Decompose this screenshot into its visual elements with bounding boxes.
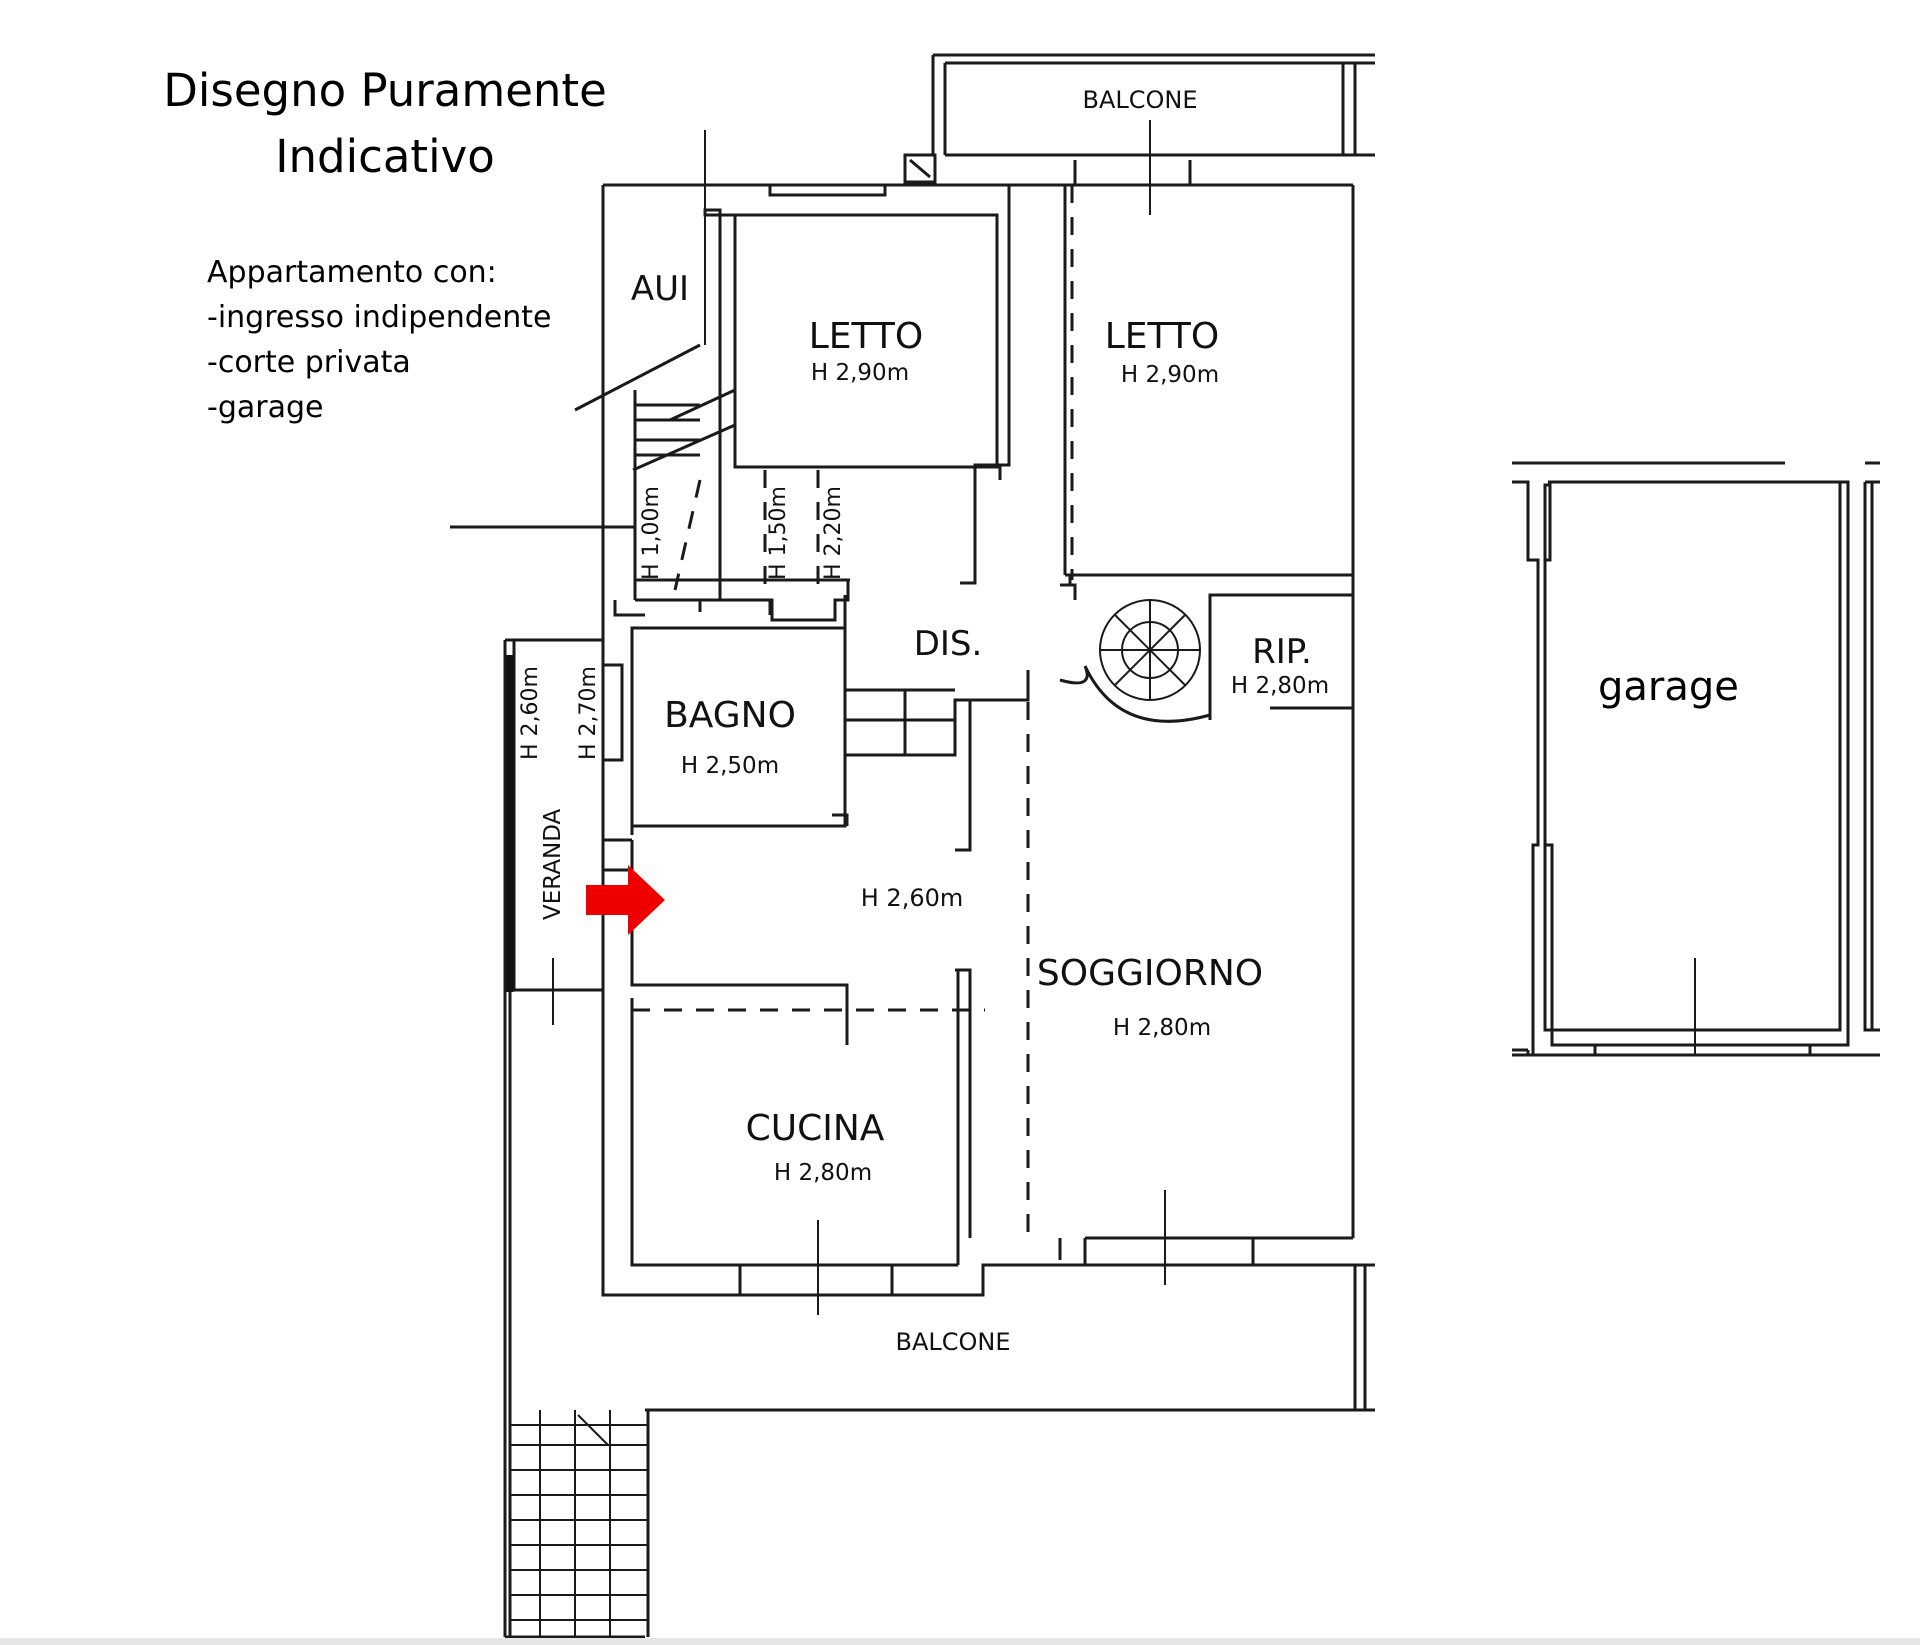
stair-height-2: H 1,50m bbox=[766, 486, 791, 580]
balcone-top-label: BALCONE bbox=[1082, 86, 1197, 114]
feature-item-corte: -corte privata bbox=[207, 345, 411, 380]
letto-1-label: LETTO bbox=[809, 316, 924, 357]
letto-1-height: H 2,90m bbox=[811, 360, 909, 386]
ingresso-height: H 2,60m bbox=[861, 884, 964, 912]
garage-plan bbox=[1512, 461, 1880, 1057]
veranda-height-a: H 2,60m bbox=[518, 666, 543, 760]
bagno-height: H 2,50m bbox=[681, 753, 779, 779]
exterior-stairs bbox=[510, 1410, 648, 1637]
letto-2-label: LETTO bbox=[1105, 316, 1220, 357]
balcone-bottom-label: BALCONE bbox=[895, 1328, 1010, 1356]
entrance-arrow-icon bbox=[586, 865, 665, 935]
soggiorno-label: SOGGIORNO bbox=[1037, 953, 1263, 994]
plan-dashed-lines bbox=[632, 185, 1074, 1238]
rip-height: H 2,80m bbox=[1231, 673, 1329, 699]
cucina-label: CUCINA bbox=[746, 1108, 885, 1149]
title-line-1: Disegno Puramente bbox=[163, 64, 607, 117]
dis-label: DIS. bbox=[914, 624, 983, 664]
veranda-height-b: H 2,70m bbox=[576, 666, 601, 760]
feature-heading: Appartamento con: bbox=[207, 255, 497, 290]
spiral-stair bbox=[1099, 599, 1201, 701]
bottom-edge bbox=[0, 1638, 1920, 1645]
letto-2-height: H 2,90m bbox=[1121, 362, 1219, 388]
plan-walls bbox=[450, 53, 1375, 1639]
garage-label: garage bbox=[1598, 664, 1739, 710]
feature-item-ingresso: -ingresso indipendente bbox=[207, 300, 552, 335]
title-line-2: Indicativo bbox=[275, 130, 495, 183]
veranda-label: VERANDA bbox=[540, 808, 566, 920]
feature-item-garage: -garage bbox=[207, 390, 324, 425]
page-title: Disegno Puramente Indicativo bbox=[150, 58, 620, 190]
stair-height-1: H 1,00m bbox=[639, 486, 664, 580]
rip-label: RIP. bbox=[1252, 632, 1312, 672]
bagno-label: BAGNO bbox=[664, 695, 796, 736]
stair-height-3: H 2,20m bbox=[821, 486, 846, 580]
dimension-lines bbox=[552, 120, 1696, 1315]
feature-list: Appartamento con: -ingresso indipendente… bbox=[207, 250, 551, 430]
cucina-height: H 2,80m bbox=[774, 1160, 872, 1186]
aui-label: AUI bbox=[631, 269, 689, 309]
soggiorno-height: H 2,80m bbox=[1113, 1015, 1211, 1041]
